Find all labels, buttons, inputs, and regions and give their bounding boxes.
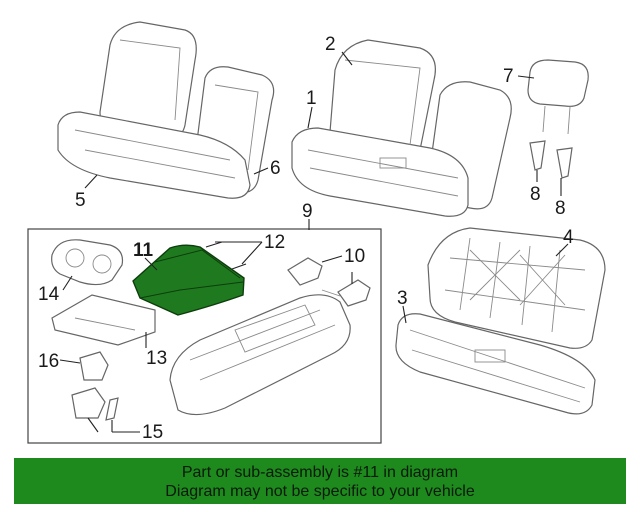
callout-6[interactable]: 6 [270, 158, 281, 179]
armrest-latch [79, 351, 109, 381]
armrest-hinge [71, 387, 106, 419]
armrest-group-box [27, 228, 382, 444]
leader-lines [59, 51, 569, 433]
callout-2[interactable]: 2 [325, 34, 336, 55]
seat-back-frame [427, 227, 606, 349]
screw-upper [205, 241, 223, 248]
callout-8-right[interactable]: 8 [555, 198, 566, 219]
armrest-bracket-upper [287, 257, 323, 286]
banner-line-part-number: Part or sub-assembly is #11 in diagram [181, 464, 459, 481]
fitment-notice-banner: Part or sub-assembly is #11 in diagram D… [14, 458, 626, 504]
callout-labels: 1 2 3 4 5 6 7 8 8 9 10 11 12 13 14 15 16 [38, 34, 574, 443]
callout-4[interactable]: 4 [563, 227, 574, 248]
right-seat-cushion [291, 127, 469, 217]
callout-15[interactable]: 15 [142, 422, 163, 443]
headrest-guides [529, 140, 573, 179]
right-seat-assembly [291, 39, 512, 217]
parts-diagram: 1 2 3 4 5 6 7 8 8 9 10 11 12 13 14 15 16 [27, 21, 606, 444]
callout-1[interactable]: 1 [306, 88, 317, 109]
left-seat-assembly [57, 21, 275, 199]
callout-16[interactable]: 16 [38, 351, 59, 372]
armrest-bracket-lower [337, 279, 371, 307]
cup-holder-tray [51, 239, 124, 286]
callout-7[interactable]: 7 [503, 66, 514, 87]
callout-14[interactable]: 14 [38, 284, 60, 305]
screw-lower [231, 263, 247, 270]
callout-10[interactable]: 10 [344, 246, 365, 267]
callout-12[interactable]: 12 [264, 232, 285, 253]
seat-cushion-frame [395, 313, 596, 415]
callout-11[interactable]: 11 [133, 240, 154, 261]
callout-3[interactable]: 3 [397, 288, 408, 309]
callout-5[interactable]: 5 [75, 190, 86, 211]
callout-13[interactable]: 13 [146, 348, 167, 369]
callout-8-left[interactable]: 8 [530, 184, 541, 205]
left-seat-cushion [57, 111, 251, 199]
headrest [527, 59, 589, 135]
armrest-bezel [51, 294, 156, 346]
highlighted-part-armrest-cover[interactable] [132, 244, 245, 316]
callout-9[interactable]: 9 [302, 201, 313, 222]
armrest-body [169, 294, 351, 416]
banner-line-disclaimer: Diagram may not be specific to your vehi… [165, 483, 475, 500]
